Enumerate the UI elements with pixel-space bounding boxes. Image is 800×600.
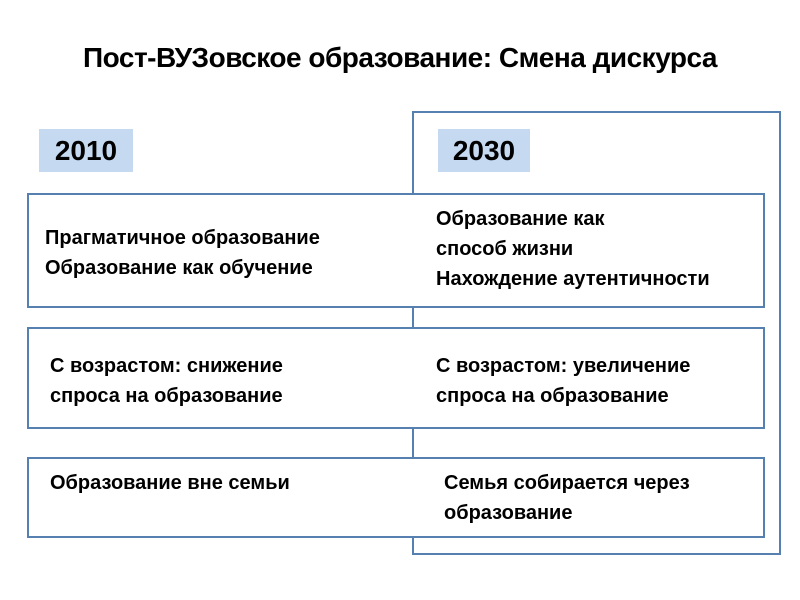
row1-left-text-2010: Прагматичное образование Образование как… [45, 223, 320, 283]
text-line: образование [444, 502, 573, 524]
comparison-row-age-demand: С возрастом: снижение спроса на образова… [27, 327, 765, 429]
row2-left-text-2010: С возрастом: снижение спроса на образова… [50, 351, 283, 411]
year-label-2010: 2010 [39, 129, 133, 172]
row3-left-text-2010: Образование вне семьи [50, 468, 290, 498]
text-line: Образование как [436, 208, 605, 230]
text-line: Прагматичное образование [45, 227, 320, 249]
text-line: способ жизни [436, 238, 574, 260]
comparison-row-education-type: Прагматичное образование Образование как… [27, 193, 765, 308]
text-line: спроса на образование [436, 385, 669, 407]
text-line: Образование вне семьи [50, 472, 290, 494]
text-line: Нахождение аутентичности [436, 268, 710, 290]
row3-right-text-2030: Семья собирается через образование [444, 468, 690, 528]
comparison-row-family: Образование вне семьи Семья собирается ч… [27, 457, 765, 538]
text-line: Образование как обучение [45, 257, 313, 279]
row1-right-text-2030: Образование как способ жизни Нахождение … [436, 204, 710, 294]
text-line: Семья собирается через [444, 472, 690, 494]
row2-right-text-2030: С возрастом: увеличение спроса на образо… [436, 351, 690, 411]
year-label-2030: 2030 [438, 129, 530, 172]
page-title: Пост-ВУЗовское образование: Смена дискур… [83, 42, 717, 73]
text-line: спроса на образование [50, 385, 283, 407]
text-line: С возрастом: снижение [50, 355, 283, 377]
text-line: С возрастом: увеличение [436, 355, 691, 377]
